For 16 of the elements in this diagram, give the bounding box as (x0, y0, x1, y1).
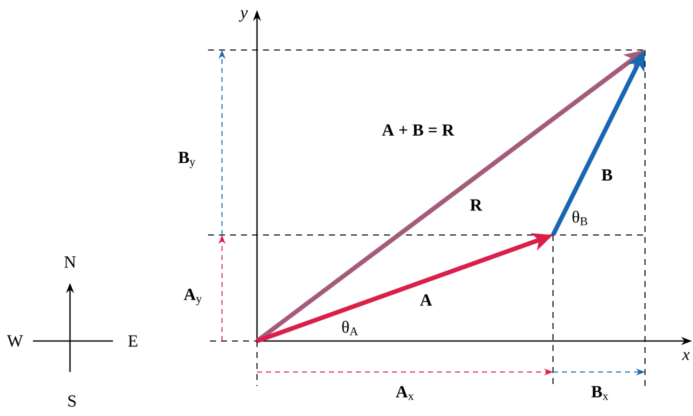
component-label: A$_{y}$ (184, 288, 202, 306)
compass-label: S (68, 395, 76, 407)
angle-label: θ$_{A}$ (342, 320, 358, 336)
axis-label: x (682, 352, 690, 360)
vector-label: B (602, 169, 612, 181)
equation-label: A + B = R (382, 124, 454, 136)
compass-label: W (7, 335, 23, 347)
component-label: B$_{y}$ (178, 152, 196, 168)
component-label: B$_{x}$ (591, 386, 608, 400)
axis-label: y (238, 10, 248, 22)
compass-label: N (64, 256, 76, 268)
angle-label: θ$_{B}$ (572, 210, 588, 226)
component-label: A$_{x}$ (396, 386, 414, 400)
compass-label: E (128, 335, 138, 347)
vector-label: A (420, 294, 432, 306)
vector-label: R (470, 199, 482, 211)
